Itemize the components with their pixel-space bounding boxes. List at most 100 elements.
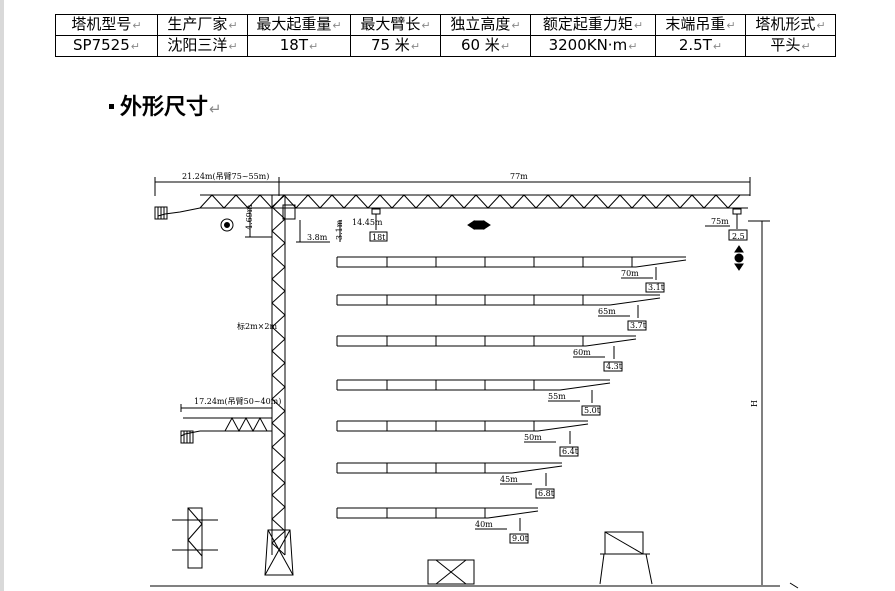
paragraph-mark-icon: ↵ — [132, 19, 142, 32]
spec-header-text: 生产厂家 — [167, 15, 228, 34]
jib-variant-load-label: 3.7t — [630, 321, 647, 330]
spec-value-text: 2.5T — [678, 36, 712, 55]
jib-variant-radius-label: 55m — [548, 392, 566, 401]
jib-length-label: 77m — [510, 172, 528, 181]
spec-header-text: 最大臂长 — [360, 15, 421, 34]
height-label: H — [750, 400, 759, 407]
paragraph-mark-icon: ↵ — [421, 19, 431, 32]
mast-top-label: 4.69m — [245, 204, 254, 230]
jib-variant-radius-label: 50m — [524, 433, 542, 442]
spec-value-text: 75 米 — [370, 36, 410, 55]
paragraph-mark-icon: ↵ — [228, 40, 238, 53]
spec-table: 塔机型号↵生产厂家↵最大起重量↵最大臂长↵独立高度↵额定起重力矩↵末端吊重↵塔机… — [55, 14, 836, 57]
max-load-box — [369, 231, 388, 242]
spec-header-text: 独立高度 — [450, 15, 511, 34]
mast-section-detail — [187, 507, 203, 569]
jib-variant-load-label: 4.3t — [606, 362, 623, 371]
spec-value-cell: 沈阳三洋↵ — [157, 35, 248, 57]
page-margin-rule — [0, 0, 4, 591]
tip-load-label: 2.5 — [732, 232, 745, 241]
jib-variant-radius-label: 60m — [573, 348, 591, 357]
paragraph-mark-icon: ↵ — [332, 19, 342, 32]
paragraph-mark-icon: ↵ — [209, 100, 222, 118]
paragraph-mark-icon: ↵ — [633, 19, 644, 32]
hook-height-label: 3.1m — [335, 219, 344, 240]
spec-header-text: 塔机型号 — [71, 15, 132, 34]
paragraph-mark-icon: ↵ — [712, 40, 723, 53]
paragraph-mark-icon: ↵ — [228, 19, 238, 32]
jib-variant-radius-label: 65m — [598, 307, 616, 316]
spec-value-text: 3200KN·m — [548, 36, 628, 55]
jib-variant — [336, 420, 589, 457]
spec-value-text: SP7525 — [73, 36, 130, 55]
paragraph-mark-icon: ↵ — [500, 40, 511, 53]
min-radius-label: 14.45m — [352, 218, 383, 227]
paragraph-mark-icon: ↵ — [410, 40, 421, 53]
jib-variant-load-label: 3.1t — [648, 283, 665, 292]
trolley-offset-label: 3.8m — [307, 233, 328, 242]
hoist-direction-icon — [734, 253, 744, 263]
spec-value-text: 18T — [279, 36, 309, 55]
load-box — [627, 320, 647, 331]
section-heading-text: 外形尺寸 — [120, 95, 209, 120]
jib-lattice — [199, 194, 741, 209]
paragraph-mark-icon: ↵ — [309, 40, 319, 53]
section-heading: 外形尺寸↵ — [109, 93, 222, 124]
spec-header-cell: 末端吊重↵ — [655, 14, 746, 36]
lower-counter-jib-lattice — [224, 416, 268, 433]
jib-variant — [336, 379, 611, 416]
tip-radius-label: 75m — [711, 217, 729, 226]
paragraph-mark-icon: ↵ — [511, 19, 521, 32]
max-load-label: 18t — [372, 233, 386, 242]
jib-variant — [336, 462, 563, 499]
jib-variant — [336, 294, 661, 331]
tip-load-box — [728, 229, 748, 241]
load-box — [603, 361, 623, 372]
spec-value-cell: 18T↵ — [247, 35, 351, 57]
paragraph-mark-icon: ↵ — [816, 19, 826, 32]
counter-jib-label: 21.24m(吊臂75~55m) — [182, 171, 269, 181]
bullet-icon — [109, 103, 114, 109]
jib-variant-radius-label: 70m — [621, 269, 639, 278]
spec-value-cell: 平头↵ — [745, 35, 836, 57]
spec-value-cell: 60 米↵ — [440, 35, 531, 57]
jib-variant — [336, 507, 539, 544]
load-box — [535, 488, 555, 499]
jib-variant-radius-label: 40m — [475, 520, 493, 529]
paragraph-mark-icon: ↵ — [726, 19, 736, 32]
jib-variant-load-label: 5.0t — [584, 406, 601, 415]
lower-counter-jib-label: 17.24m(吊臂50~40m) — [194, 396, 281, 406]
spec-header-text: 额定起重力矩 — [542, 15, 633, 34]
paragraph-mark-icon: ↵ — [130, 40, 140, 53]
spec-table-value-row: SP7525↵沈阳三洋↵18T↵75 米↵60 米↵3200KN·m↵2.5T↵… — [55, 35, 836, 57]
jib-variant-load-label: 6.4t — [562, 447, 579, 456]
jib-variant — [336, 335, 637, 372]
load-box — [645, 282, 665, 293]
slewing-symbol — [220, 218, 234, 232]
spec-value-text: 沈阳三洋 — [167, 36, 228, 55]
jib-variant — [336, 256, 687, 293]
trolley-arrow-icon — [473, 220, 485, 230]
jib-variant-radius-label: 45m — [500, 475, 518, 484]
jib-variant-load-label: 6.8t — [538, 489, 555, 498]
spec-header-text: 塔机形式 — [755, 15, 816, 34]
spec-value-text: 平头 — [770, 36, 801, 55]
spec-header-text: 末端吊重 — [665, 15, 726, 34]
spec-header-cell: 塔机形式↵ — [745, 14, 836, 36]
load-box — [559, 446, 579, 457]
spec-value-cell: 2.5T↵ — [655, 35, 746, 57]
paragraph-mark-icon: ↵ — [801, 40, 811, 53]
jib-variant-load-label: 9.0t — [512, 534, 529, 543]
spec-value-cell: 3200KN·m↵ — [530, 35, 656, 57]
spec-value-text: 60 米 — [460, 36, 500, 55]
trolley — [371, 208, 381, 215]
mast-lattice — [271, 194, 286, 556]
spec-header-text: 最大起重量 — [256, 15, 332, 34]
load-box — [581, 405, 601, 416]
mast-section-label: 标2m×2m — [237, 321, 277, 331]
ground-equipment — [427, 559, 475, 585]
paragraph-mark-icon: ↵ — [628, 40, 638, 53]
load-box — [509, 533, 529, 544]
spec-value-cell: 75 米↵ — [350, 35, 441, 57]
